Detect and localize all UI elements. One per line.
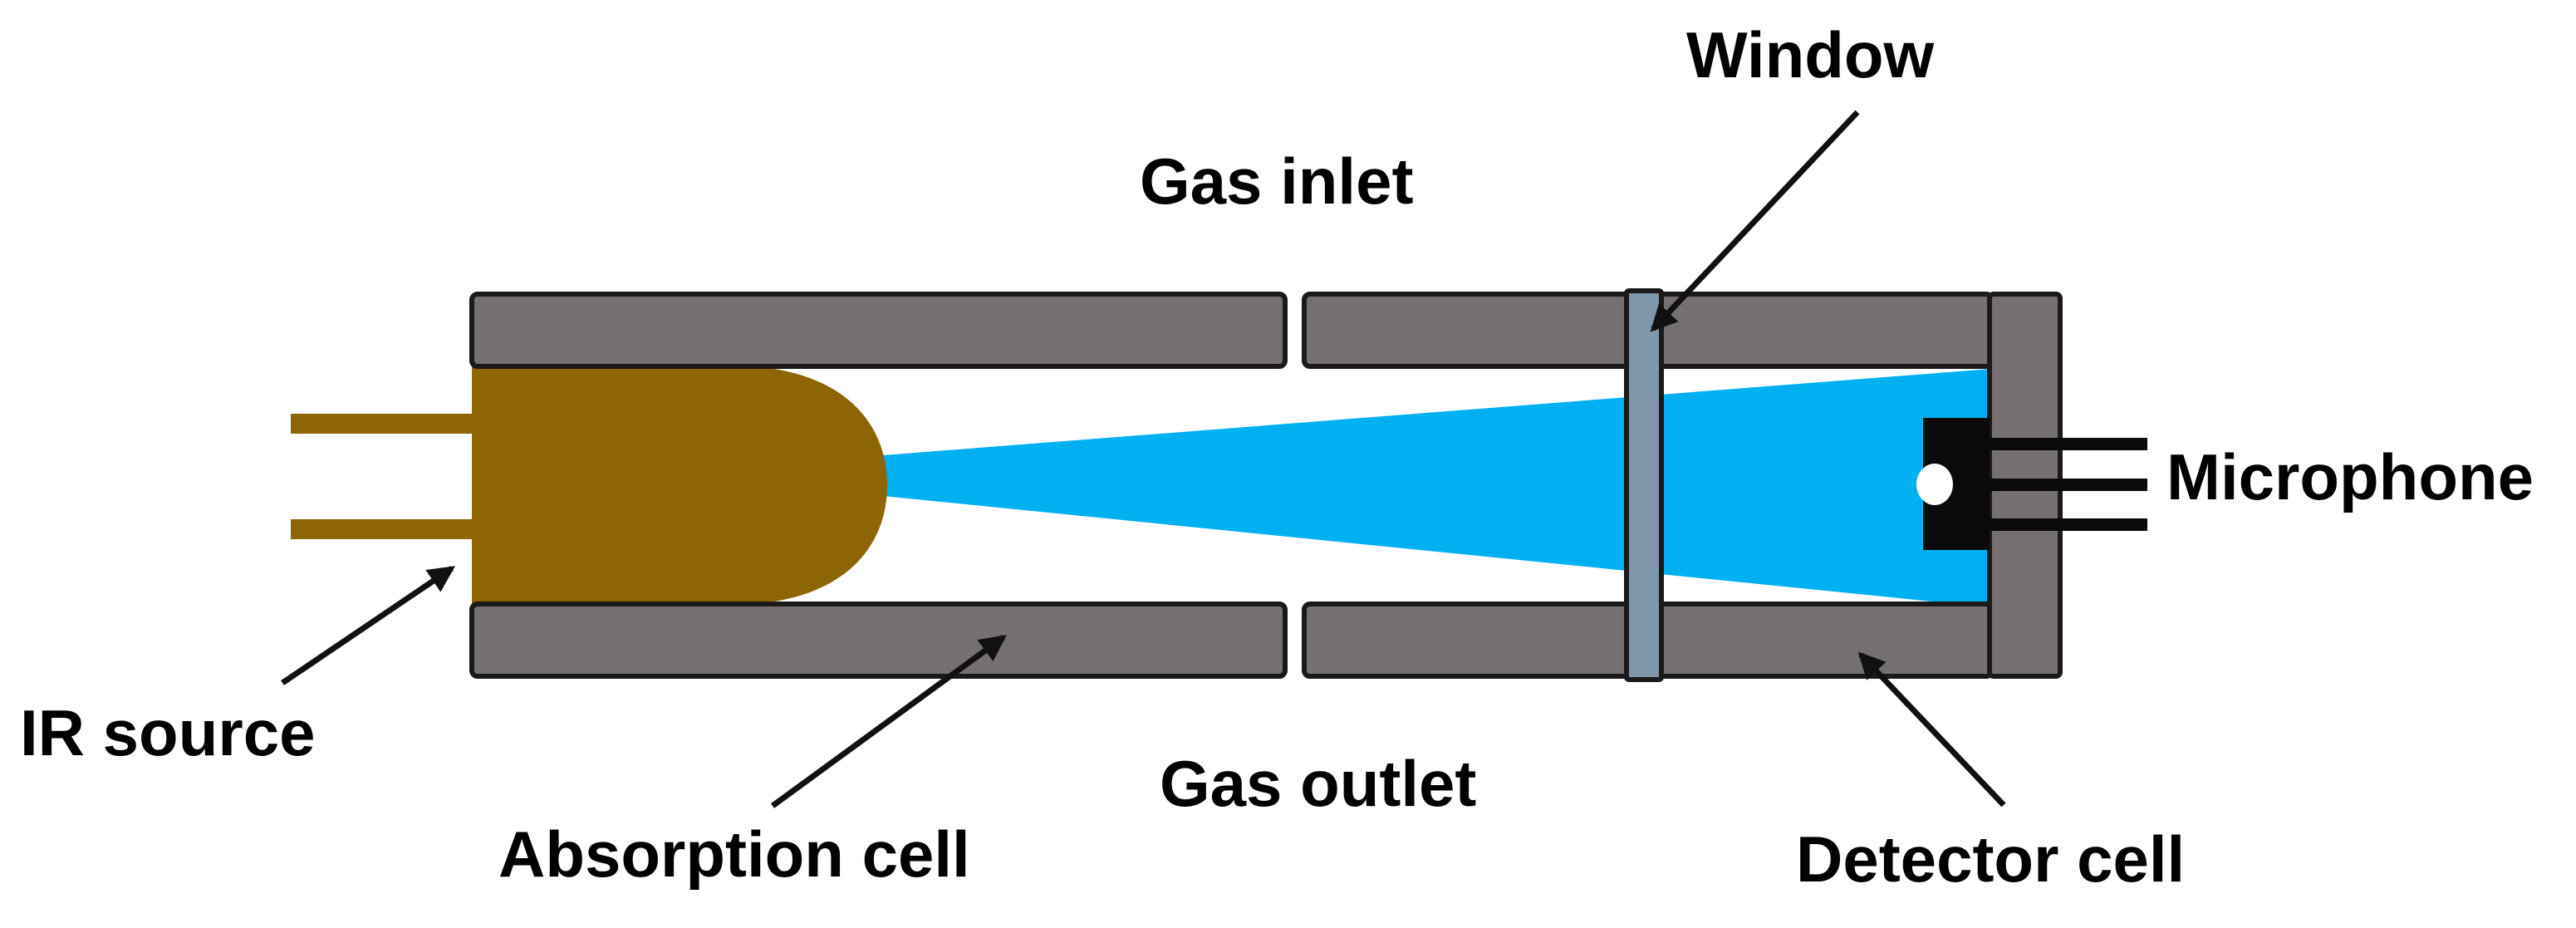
ir-source-label: IR source: [20, 696, 316, 769]
absorption-cell-arrow: [770, 635, 1007, 808]
absorption-cell-top-wall: [469, 292, 1288, 369]
microphone-lead-middle: [1952, 479, 2147, 491]
gas-outlet-label: Gas outlet: [1160, 747, 1477, 820]
ir-source-lead-top: [291, 414, 480, 434]
window-arrow: [1650, 110, 1860, 332]
window-label: Window: [1686, 18, 1935, 91]
ir-source-lead-bottom: [291, 519, 480, 539]
absorption-cell-bottom-wall: [469, 601, 1288, 679]
absorption-cell-label: Absorption cell: [498, 818, 970, 891]
gas-inlet-label: Gas inlet: [1140, 145, 1414, 218]
detector-cell-arrow: [1857, 651, 2006, 808]
ir-source-arrow: [281, 566, 456, 685]
microphone-lead-top: [1952, 438, 2147, 450]
detector-cell-label: Detector cell: [1796, 822, 2186, 896]
ir-beam: [883, 369, 1990, 607]
microphone-lead-bottom: [1952, 518, 2147, 531]
microphone-label: Microphone: [2166, 440, 2534, 513]
microphone-port-hole: [1916, 464, 1953, 505]
window-strip: [1624, 288, 1664, 682]
ir-source-bulb: [472, 366, 887, 605]
